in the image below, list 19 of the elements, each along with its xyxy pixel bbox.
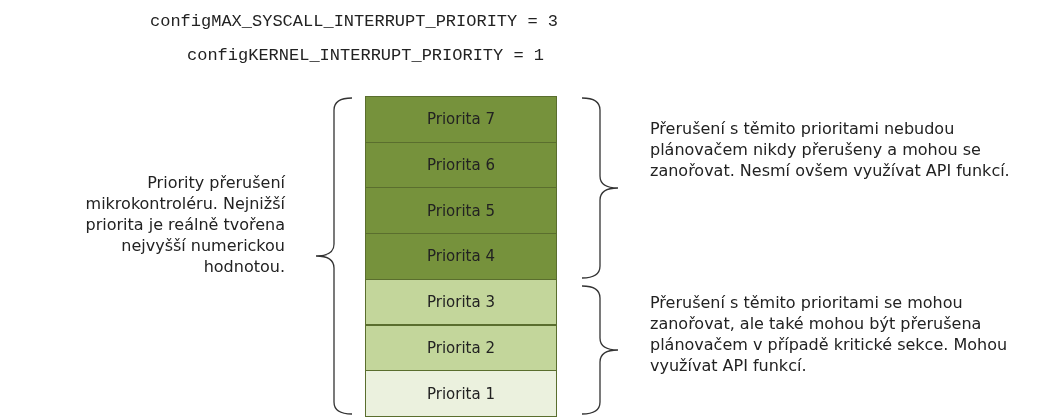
priority-bar-segment [365, 233, 557, 280]
priority-bar-segment [365, 278, 557, 326]
code-line: configKERNEL_INTERRUPT_PRIORITY = 1 [187, 46, 545, 65]
priority-bar-segment [365, 96, 557, 143]
priority-label: Priorita 1 [427, 384, 495, 403]
description-text: Přerušení s těmito prioritami nebudou plánovačem nikdy přerušeny a mohou se zanořovat. Nesmí ovšem využívat API funkcí. [650, 118, 1011, 181]
code-line: configMAX_SYSCALL_INTERRUPT_PRIORITY = 3 [150, 12, 559, 31]
priority-label: Priorita 7 [427, 110, 495, 129]
priority-label: Priorita 2 [427, 338, 495, 357]
priority-label: Priorita 5 [427, 201, 495, 220]
priority-bar-segment [365, 141, 557, 189]
priority-label: Priorita 4 [427, 247, 495, 266]
priority-label: Priorita 6 [427, 156, 495, 175]
priority-bar-segment [365, 187, 557, 235]
priority-bar-segment [365, 324, 557, 372]
priority-label: Priorita 3 [427, 293, 495, 312]
description-text: Přerušení s těmito prioritami se mohou zanořovat, ale také mohou být přerušena plánovačem v případě kritické sekce. Mohou využívat API funkcí. [650, 292, 1009, 376]
priority-bar-segment [365, 370, 557, 417]
description-text: Priority přerušení mikrokontroléru. Nejnižší priorita je reálně tvořena nejvyšší numerickou hodnotou. [84, 172, 285, 277]
